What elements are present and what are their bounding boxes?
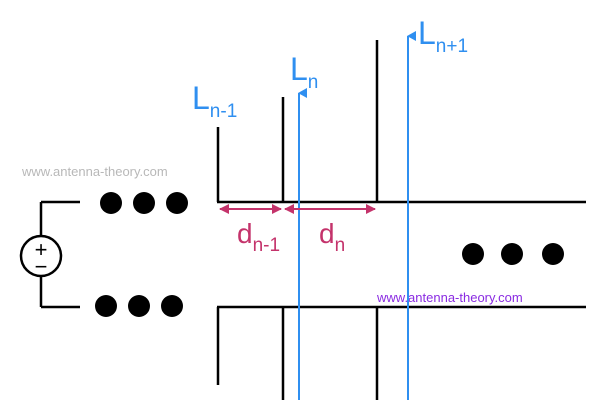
- label-L-n-1: Ln-1: [192, 80, 237, 122]
- label-sub: n+1: [436, 36, 468, 57]
- dot: [501, 243, 523, 265]
- source-plus: +: [35, 237, 48, 262]
- watermark-right: www.antenna-theory.com: [376, 290, 523, 305]
- label-d-n: dn: [319, 218, 345, 256]
- dot: [128, 295, 150, 317]
- label-L-n: Ln: [290, 51, 318, 93]
- label-main: L: [290, 51, 308, 87]
- dot: [100, 192, 122, 214]
- label-sub: n-1: [253, 235, 280, 256]
- label-sub: n: [308, 72, 319, 93]
- dot: [133, 192, 155, 214]
- label-sub: n: [335, 235, 346, 256]
- dot: [462, 243, 484, 265]
- label-main: L: [192, 80, 210, 116]
- label-d-n-1: dn-1: [237, 218, 280, 256]
- label-sub: n-1: [210, 101, 237, 122]
- ellipsis-dots-top-left: [100, 192, 188, 214]
- dot: [161, 295, 183, 317]
- watermark-left: www.antenna-theory.com: [21, 164, 168, 179]
- source-circle: [19, 234, 63, 278]
- label-L-n+1: Ln+1: [418, 15, 468, 57]
- dot: [95, 295, 117, 317]
- label-main: L: [418, 15, 436, 51]
- label-main: d: [237, 218, 253, 249]
- ellipsis-dots-bottom-left: [95, 295, 183, 317]
- voltage-source: + −: [19, 200, 80, 309]
- dot: [542, 243, 564, 265]
- ellipsis-dots-right: [462, 243, 564, 265]
- label-main: d: [319, 218, 335, 249]
- source-minus: −: [35, 254, 48, 279]
- dot: [166, 192, 188, 214]
